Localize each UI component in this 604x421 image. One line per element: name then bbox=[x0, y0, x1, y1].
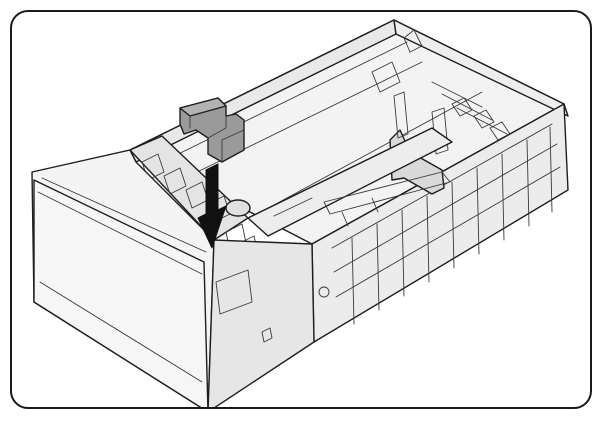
paper-tray-illustration bbox=[31, 19, 569, 407]
wall-screw bbox=[318, 286, 330, 298]
tray-front-panel bbox=[33, 179, 209, 407]
figure-frame bbox=[10, 10, 592, 409]
arrow-down-icon bbox=[197, 163, 227, 249]
end-guide-part bbox=[179, 97, 245, 163]
lift-plate bbox=[247, 127, 453, 237]
feed-roller bbox=[225, 199, 251, 217]
tray-right-wall bbox=[311, 103, 569, 343]
